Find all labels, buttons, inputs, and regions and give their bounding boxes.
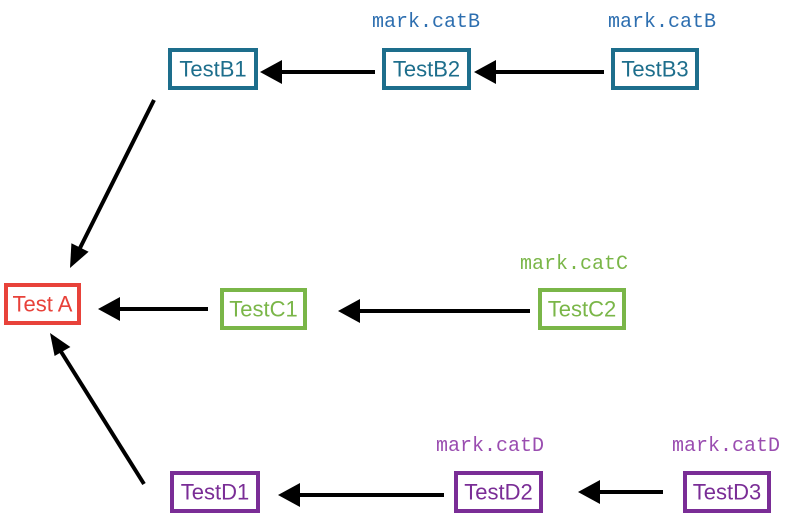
node-test-d1[interactable]: TestD1: [170, 471, 260, 513]
node-test-b2-label: TestB2: [393, 57, 460, 82]
edge-d2-to-d1: [278, 483, 444, 507]
node-test-b1-label: TestB1: [179, 57, 246, 82]
node-test-d3-label: TestD3: [693, 480, 761, 505]
node-test-c2[interactable]: TestC2: [538, 288, 626, 330]
mark-label-b2: mark.catB: [372, 11, 480, 34]
edge-d3-to-d2: [578, 480, 663, 504]
node-test-c1-label: TestC1: [229, 297, 297, 322]
node-test-d2[interactable]: TestD2: [454, 471, 543, 513]
edge-c2-to-c1: [338, 299, 530, 323]
node-test-d1-label: TestD1: [181, 480, 249, 505]
node-test-c1[interactable]: TestC1: [220, 288, 307, 330]
node-test-c2-label: TestC2: [548, 297, 616, 322]
edge-c1-to-test-a: [98, 297, 208, 321]
mark-label-c2: mark.catC: [520, 253, 628, 276]
mark-label-d2: mark.catD: [436, 435, 544, 458]
node-test-a-label: Test A: [13, 292, 73, 317]
node-test-d3[interactable]: TestD3: [683, 471, 771, 513]
node-test-a[interactable]: Test A: [4, 283, 81, 325]
node-test-d2-label: TestD2: [464, 480, 532, 505]
node-test-b2[interactable]: TestB2: [382, 48, 471, 90]
mark-label-b3: mark.catB: [608, 11, 716, 34]
node-test-b3[interactable]: TestB3: [611, 48, 699, 90]
edge-b2-to-b1: [260, 60, 375, 84]
mark-label-d3: mark.catD: [672, 435, 780, 458]
edge-d1-to-test-a: [50, 333, 146, 486]
node-test-b3-label: TestB3: [621, 57, 688, 82]
edge-b1-to-test-a: [70, 99, 156, 268]
node-test-b1[interactable]: TestB1: [168, 48, 258, 90]
edge-b3-to-b2: [474, 60, 604, 84]
